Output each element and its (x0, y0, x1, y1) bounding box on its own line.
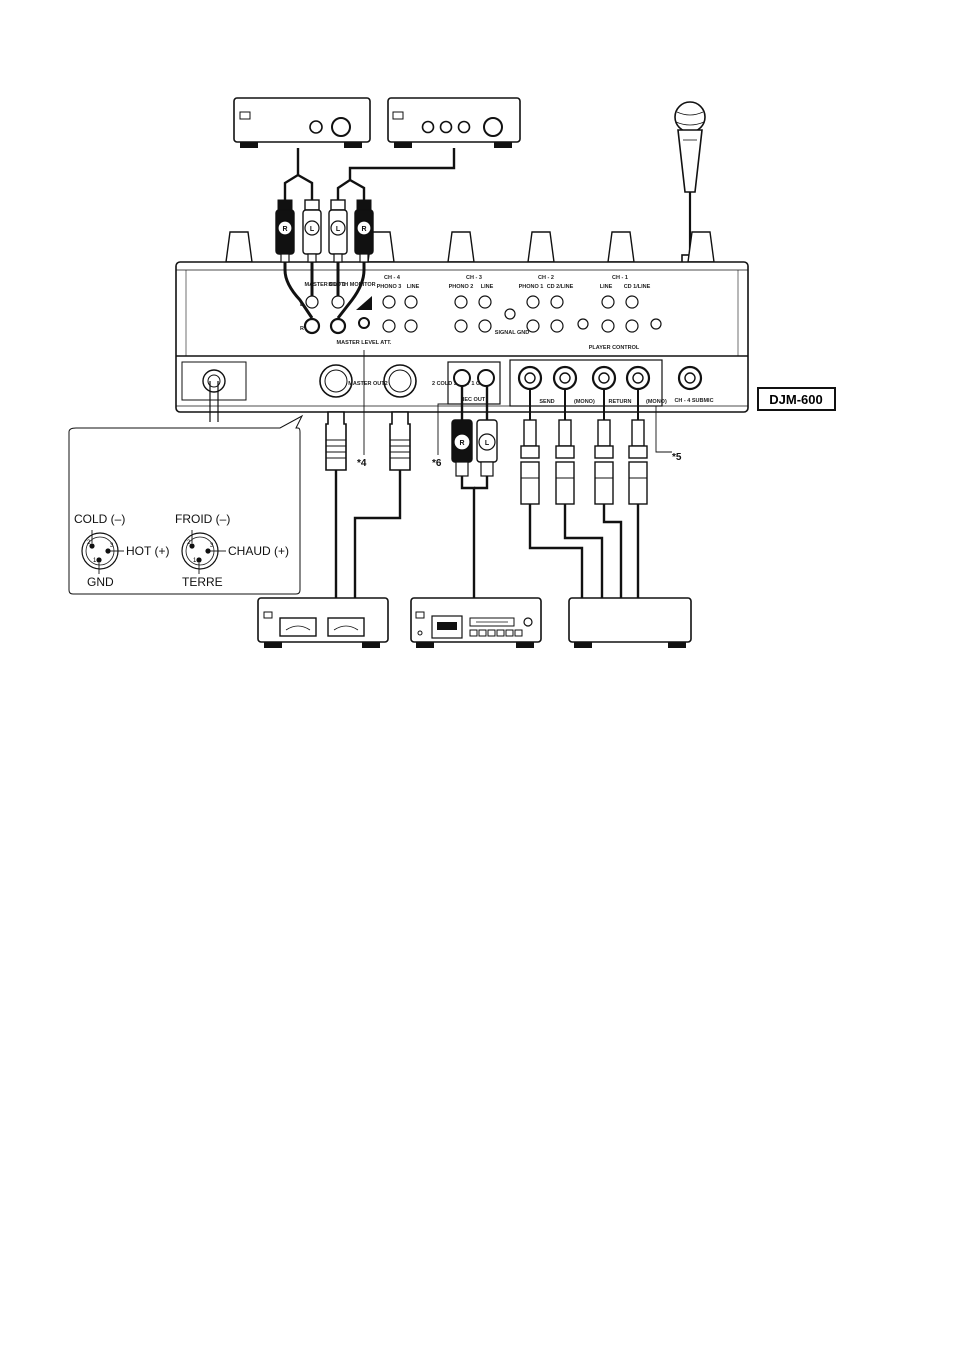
plug-l-2: L (336, 226, 341, 233)
recorder-device (410, 597, 542, 648)
master-out2-xlr-jacks (319, 364, 417, 398)
rca-plugs-top: R L L R (275, 199, 374, 319)
player-control-label: PLAYER CONTROL (589, 345, 640, 351)
ch1-label: CH - 1 (612, 275, 628, 281)
pin2-number-en: 2 (87, 540, 91, 546)
ch2-label: CH - 2 (538, 275, 554, 281)
iec-out-label: IEC OUT (463, 397, 486, 403)
iec-plug-r: R (459, 440, 464, 447)
ch1-line-label: LINE (600, 284, 613, 290)
hot-label-fr: CHAUD (+) (228, 544, 289, 558)
ch4-label: CH - 4 (384, 275, 401, 281)
master-out2-label: MASTER OUT2 (348, 381, 387, 387)
ch4-line-label: LINE (407, 284, 420, 290)
xlr-pin-diagram-english: 2 3 1 (81, 530, 124, 574)
phone-plugs (520, 390, 648, 598)
side-r-label-upper: R (300, 326, 304, 332)
booth-monitor-label: BOOTH MONITOR (328, 282, 375, 288)
plug-r-2: R (361, 226, 366, 233)
pin2-number-fr: 2 (187, 540, 191, 546)
send-return-jacks (517, 365, 651, 391)
phono3-label: PHONO 3 (377, 284, 402, 290)
master-level-att-label: MASTER LEVEL ATT. (337, 340, 392, 346)
pin3-number-fr: 3 (210, 543, 214, 549)
hot-label-en: HOT (+) (126, 544, 169, 558)
return-label: RETURN (609, 399, 632, 405)
send-label: SEND (539, 399, 554, 405)
model-badge: DJM-600 (757, 387, 836, 411)
cd2line-label: CD 2/LINE (547, 284, 574, 290)
amplifier-device-1 (233, 97, 371, 148)
phono1-label: PHONO 1 (519, 284, 544, 290)
upper-jacks (303, 295, 662, 335)
note6-marker: *6 (432, 458, 442, 469)
cd1line-label: CD 1/LINE (624, 284, 651, 290)
gnd-label-fr: TERRE (182, 575, 223, 589)
pin1-number-fr: 1 (193, 558, 197, 564)
iec-plug-l: L (485, 440, 490, 447)
power-amplifier-device (257, 597, 389, 648)
note5-marker: *5 (672, 452, 682, 463)
send-mono-label: (MONO) (574, 399, 595, 405)
annotation-leaders (363, 350, 672, 455)
effector-device (568, 597, 692, 648)
model-label: DJM-600 (769, 392, 822, 407)
xlr-plugs (325, 411, 411, 598)
iec-rca-plugs: R L (451, 386, 498, 598)
phono2-label: PHONO 2 (449, 284, 474, 290)
master-out1-label: MASTER OUT 1 (305, 282, 346, 288)
ch4-submic-label: CH - 4 SUBMIC (674, 398, 713, 404)
amplifier-device-2 (387, 97, 521, 148)
xlr-pin-callout: 2 3 1 COLD (–) HOT (+) GND 2 3 1 FROID (… (68, 414, 304, 595)
plug-r-1: R (282, 226, 287, 233)
pin1-number-en: 1 (93, 558, 97, 564)
top-cables (283, 148, 456, 200)
gnd-label-en: GND (87, 575, 114, 589)
ch3-line-label: LINE (481, 284, 494, 290)
xlr-pin-diagram-french: 2 3 1 (181, 530, 226, 574)
mixer-rear-panel: CH - 4 CH - 3 CH - 2 CH - 1 PHONO 3 LINE… (175, 231, 749, 422)
fader-knobs (225, 231, 715, 263)
note4-marker: *4 (357, 458, 367, 469)
cold-label-fr: FROID (–) (175, 512, 230, 526)
plug-l-1: L (310, 226, 315, 233)
cold-label-en: COLD (–) (74, 512, 125, 526)
signal-gnd-label: SIGNAL GND (495, 330, 529, 336)
return-mono-label: (MONO) (646, 399, 667, 405)
ch3-label: CH - 3 (466, 275, 482, 281)
pin3-number-en: 3 (110, 543, 114, 549)
